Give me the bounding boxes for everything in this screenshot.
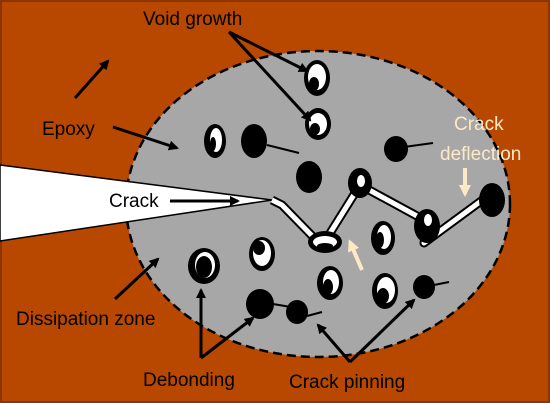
rubber-particle: [414, 209, 440, 243]
rubber-particle: [384, 136, 408, 162]
void-core: [323, 279, 333, 295]
epoxy-arrow-1: [73, 59, 110, 99]
deflection-arrow-up: [348, 239, 364, 271]
label-crack-pinning: Crack pinning: [289, 372, 405, 393]
void-core: [309, 77, 319, 91]
label-crack-deflection-line1: Crack: [454, 114, 504, 135]
rubber-particle: [296, 161, 322, 193]
deflection-arrows: [348, 168, 471, 271]
rubber-particle: [241, 124, 267, 158]
rubber-particles: [241, 124, 505, 324]
crack-pinning-arrow-1: [316, 323, 352, 363]
rubber-particle: [413, 275, 435, 299]
debonding-arrow-2: [200, 316, 255, 360]
rubber-particle: [286, 300, 308, 324]
label-debonding: Debonding: [143, 370, 235, 391]
void-core: [317, 243, 333, 249]
label-dissipation-zone: Dissipation zone: [16, 309, 155, 330]
void-core: [196, 256, 212, 278]
label-crack-deflection-line2: deflection: [440, 144, 521, 165]
dissipation-zone: [124, 49, 512, 359]
crack-wedge: [0, 164, 273, 242]
annotation-arrows: [73, 30, 416, 364]
crack-pinning-arrow-2: [348, 298, 416, 364]
void-growth-arrow-2: [227, 30, 312, 122]
label-void-growth: Void growth: [143, 9, 242, 30]
particle-tails: [266, 142, 450, 317]
label-crack: Crack: [109, 191, 159, 212]
dissipation-zone-arrow: [113, 257, 160, 301]
void-highlight: [424, 214, 432, 226]
void-growth-arrow-1: [228, 30, 309, 73]
void-highlight: [357, 175, 365, 187]
label-epoxy: Epoxy: [42, 119, 95, 140]
rubber-particle: [246, 289, 274, 319]
epoxy-arrow-2: [112, 125, 179, 151]
void-core: [376, 232, 384, 248]
void-core: [253, 241, 265, 255]
void-core: [377, 288, 389, 304]
rubber-particle: [479, 183, 505, 217]
cavitated-particles: [188, 60, 432, 309]
void-core: [310, 123, 320, 135]
void-core: [210, 137, 216, 151]
